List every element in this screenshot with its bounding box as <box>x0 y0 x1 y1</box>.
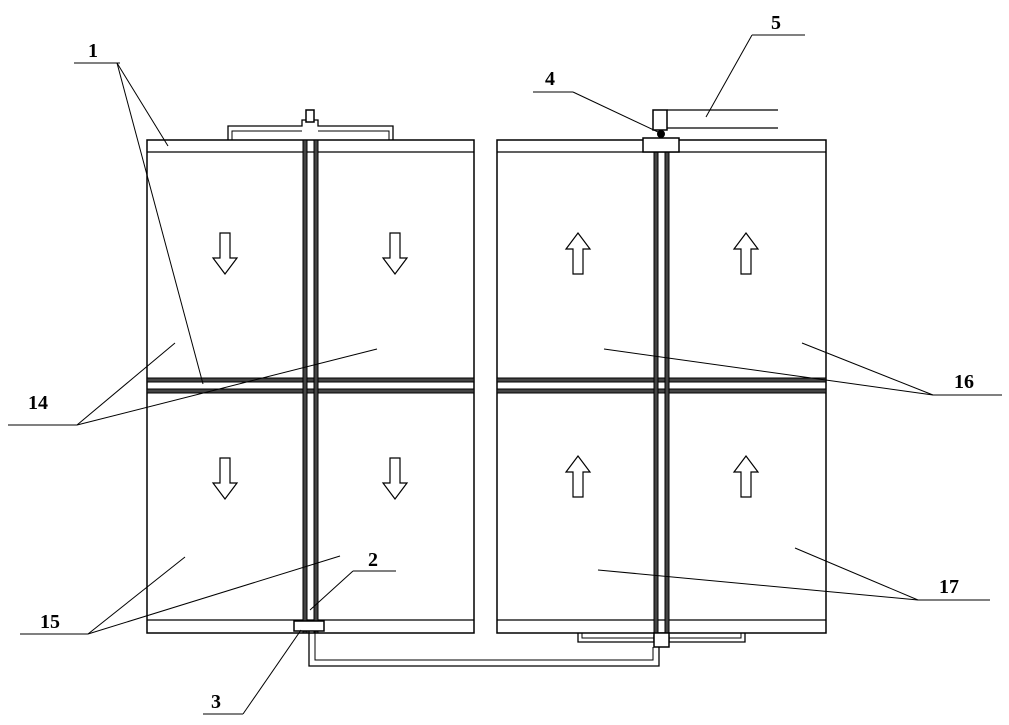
leader-16-a <box>603 348 934 396</box>
label-2: 2 <box>368 549 378 571</box>
right-bottom-manifold-inner <box>581 633 742 639</box>
leader-17-a <box>597 569 919 601</box>
down-arrow-icon <box>211 457 239 500</box>
left-tank-frame <box>146 139 475 634</box>
left-top-pipe-inner <box>231 130 390 140</box>
right-bottom-tee <box>653 632 670 648</box>
leader-15-a <box>87 556 186 635</box>
down-arrow-icon <box>381 232 409 275</box>
left-top-pipe-outer <box>227 119 394 140</box>
left-horizontal-divider-upper <box>146 377 475 383</box>
leader-lines <box>8 34 1002 715</box>
leader-3-line <box>242 629 302 715</box>
right-vertical-divider-b <box>664 139 670 634</box>
left-vertical-divider-a <box>302 139 308 634</box>
label-17: 17 <box>939 576 959 598</box>
collector-box <box>293 620 325 632</box>
left-top-valve <box>305 109 315 123</box>
leader-4-line <box>572 91 659 133</box>
leader-14-b <box>76 348 378 426</box>
right-horizontal-divider-upper <box>496 377 827 383</box>
label-4: 4 <box>545 68 555 90</box>
down-arrow-icon <box>381 457 409 500</box>
leader-17-b <box>794 547 919 601</box>
right-tank <box>496 109 827 648</box>
left-tank <box>146 109 475 634</box>
label-14: 14 <box>28 392 48 414</box>
up-arrow-icon <box>564 232 592 275</box>
leader-1-a <box>116 62 169 147</box>
left-horizontal-divider-lower <box>146 388 475 394</box>
leader-5-line <box>705 34 753 118</box>
leader-14-a <box>76 342 176 426</box>
label-15: 15 <box>40 611 60 633</box>
outlet-box <box>642 137 680 153</box>
flow-arrows-left <box>211 232 409 500</box>
left-vertical-divider-b <box>313 139 319 634</box>
outlet-pipe <box>667 109 778 129</box>
up-arrow-icon <box>732 232 760 275</box>
connecting-pipe-inner <box>314 631 654 661</box>
label-16: 16 <box>954 371 974 393</box>
connecting-pipe-outer <box>308 631 660 667</box>
label-3: 3 <box>211 691 221 713</box>
outlet-valve <box>657 130 665 138</box>
right-horizontal-divider-lower <box>496 388 827 394</box>
outlet-fitting <box>652 109 668 131</box>
up-arrow-icon <box>564 455 592 498</box>
leader-16-b <box>801 342 934 396</box>
leader-15-b <box>87 555 341 635</box>
flow-arrows-right <box>564 232 760 498</box>
down-arrow-icon <box>211 232 239 275</box>
labels: 1 2 3 4 5 14 15 16 17 <box>28 12 974 713</box>
leader-2-line <box>309 570 354 611</box>
up-arrow-icon <box>732 455 760 498</box>
right-tank-frame <box>496 139 827 634</box>
label-1: 1 <box>88 40 98 62</box>
right-vertical-divider-a <box>653 139 659 634</box>
leader-1-b <box>116 62 204 385</box>
label-5: 5 <box>771 12 781 34</box>
